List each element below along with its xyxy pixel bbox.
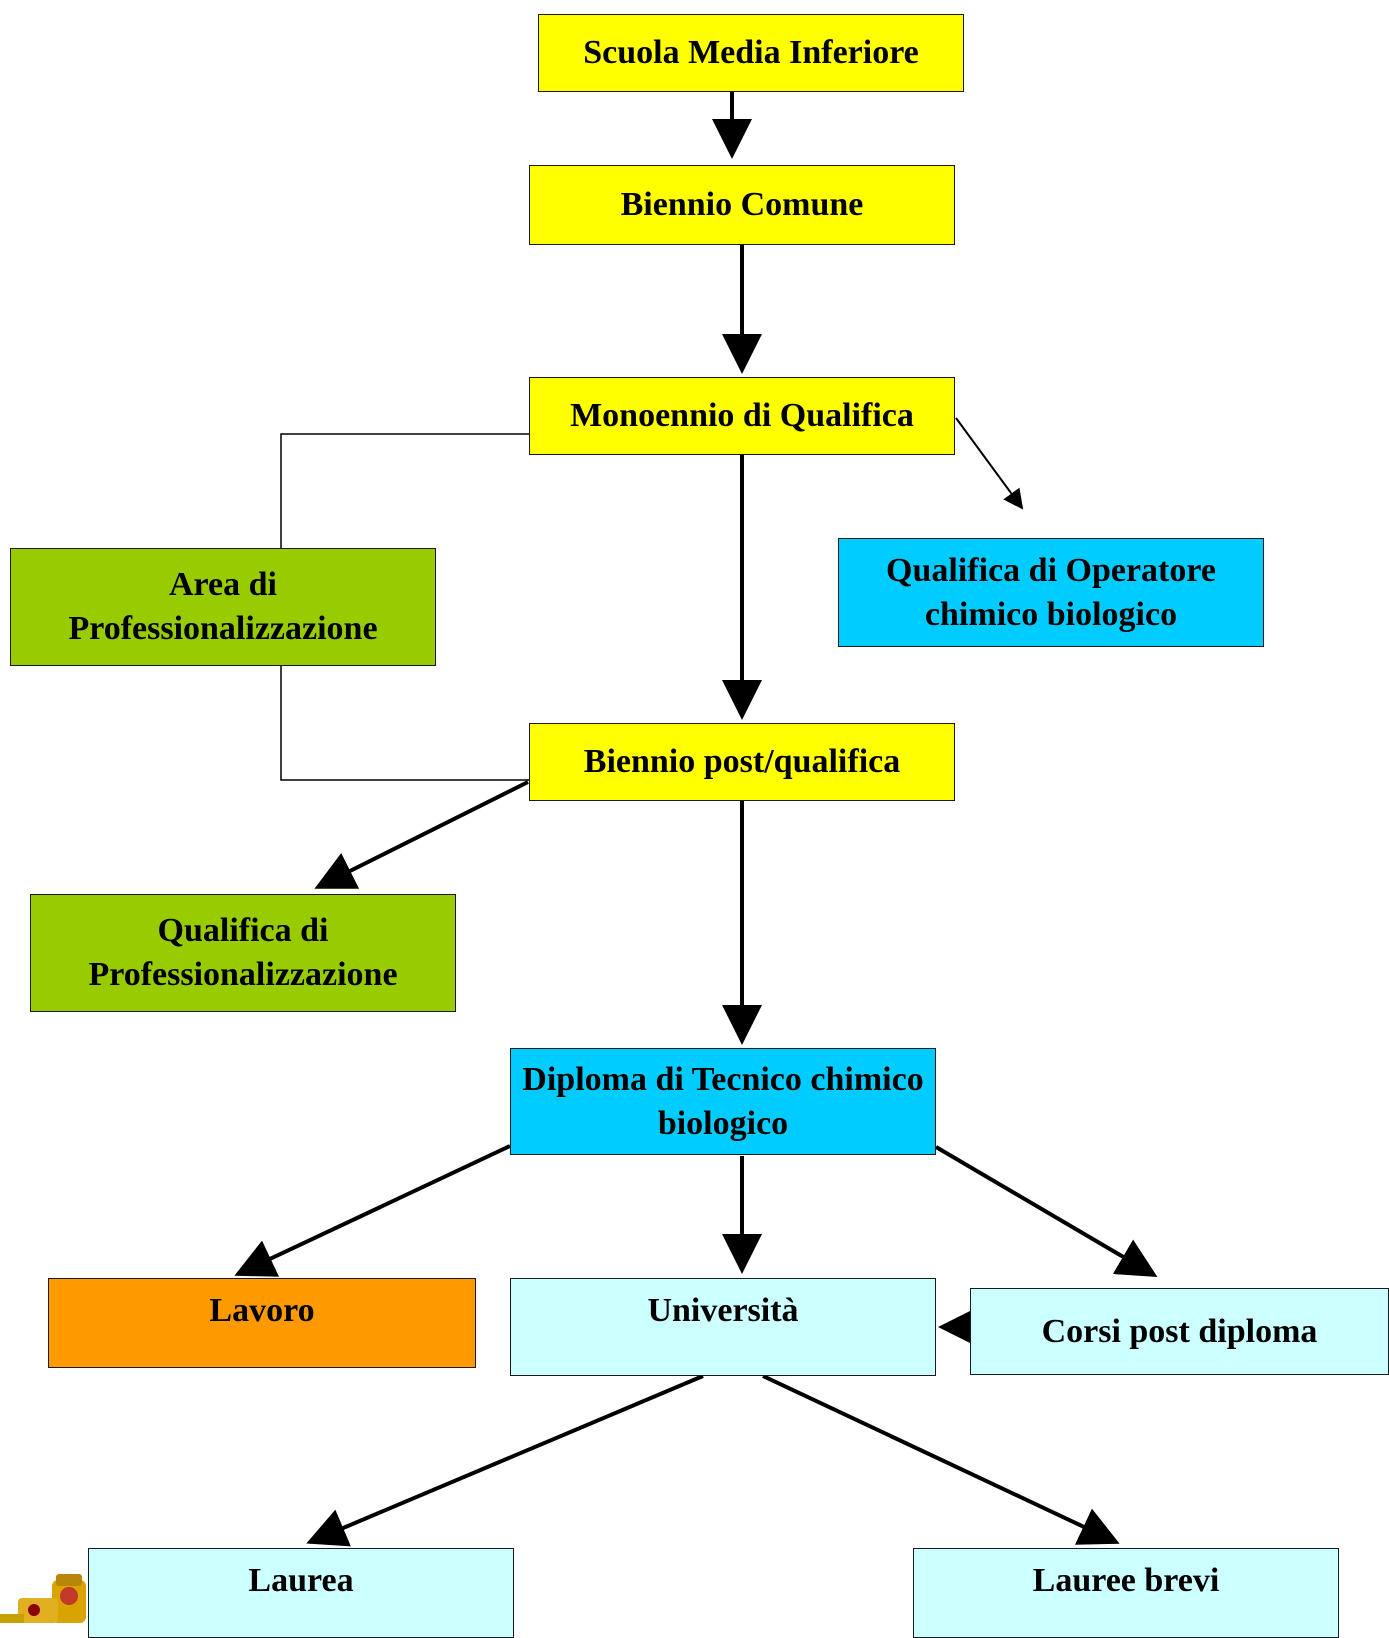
arrow-diploma-to-lavoro — [234, 1144, 511, 1277]
node-label: Università — [647, 1292, 799, 1329]
node-diploma-tecnico: Diploma di Tecnico chimico biologico — [510, 1048, 936, 1155]
node-label: Lavoro — [209, 1292, 315, 1329]
node-label: Qualifica di Professionalizzazione — [88, 912, 398, 993]
node-universita: Università — [510, 1278, 936, 1376]
arrow-monoennio-to-qualifica-operatore — [955, 417, 1024, 510]
node-label: Scuola Media Inferiore — [583, 34, 919, 71]
node-label: Diploma di Tecnico chimico biologico — [522, 1060, 924, 1142]
arrow-biennio-post-to-qualifica-prof — [314, 780, 529, 889]
node-biennio-comune: Biennio Comune — [529, 165, 955, 245]
arrow-universita-to-lauree-brevi — [762, 1374, 1120, 1545]
node-biennio-post-qualifica: Biennio post/qualifica — [529, 723, 955, 801]
node-qualifica-operatore: Qualifica di Operatore chimico biologico — [838, 538, 1264, 647]
arrow-diploma-to-corsi — [934, 1145, 1158, 1278]
node-label: Qualifica di Operatore chimico biologico — [886, 551, 1216, 633]
node-area-di-professionalizzazione: Area di Professionalizzazione — [10, 548, 436, 666]
node-monoennio-di-qualifica: Monoennio di Qualifica — [529, 377, 955, 455]
node-label: Biennio Comune — [620, 186, 864, 223]
arrow-universita-to-laurea — [306, 1374, 704, 1547]
node-laurea: Laurea — [88, 1548, 514, 1638]
node-label: Corsi post diploma — [1041, 1312, 1318, 1350]
node-lauree-brevi: Lauree brevi — [913, 1548, 1339, 1638]
node-label: Monoennio di Qualifica — [570, 397, 914, 434]
node-label: Laurea — [248, 1562, 354, 1599]
node-qualifica-di-professionalizzazione: Qualifica di Professionalizzazione — [30, 894, 456, 1012]
node-scuola-media-inferiore: Scuola Media Inferiore — [538, 14, 964, 92]
node-label: Lauree brevi — [1032, 1562, 1220, 1599]
node-corsi-post-diploma: Corsi post diploma — [970, 1288, 1389, 1375]
node-lavoro: Lavoro — [48, 1278, 476, 1368]
node-label: Biennio post/qualifica — [583, 743, 901, 780]
node-label: Area di Professionalizzazione — [68, 566, 378, 647]
crest-emblem-icon — [0, 1570, 90, 1623]
